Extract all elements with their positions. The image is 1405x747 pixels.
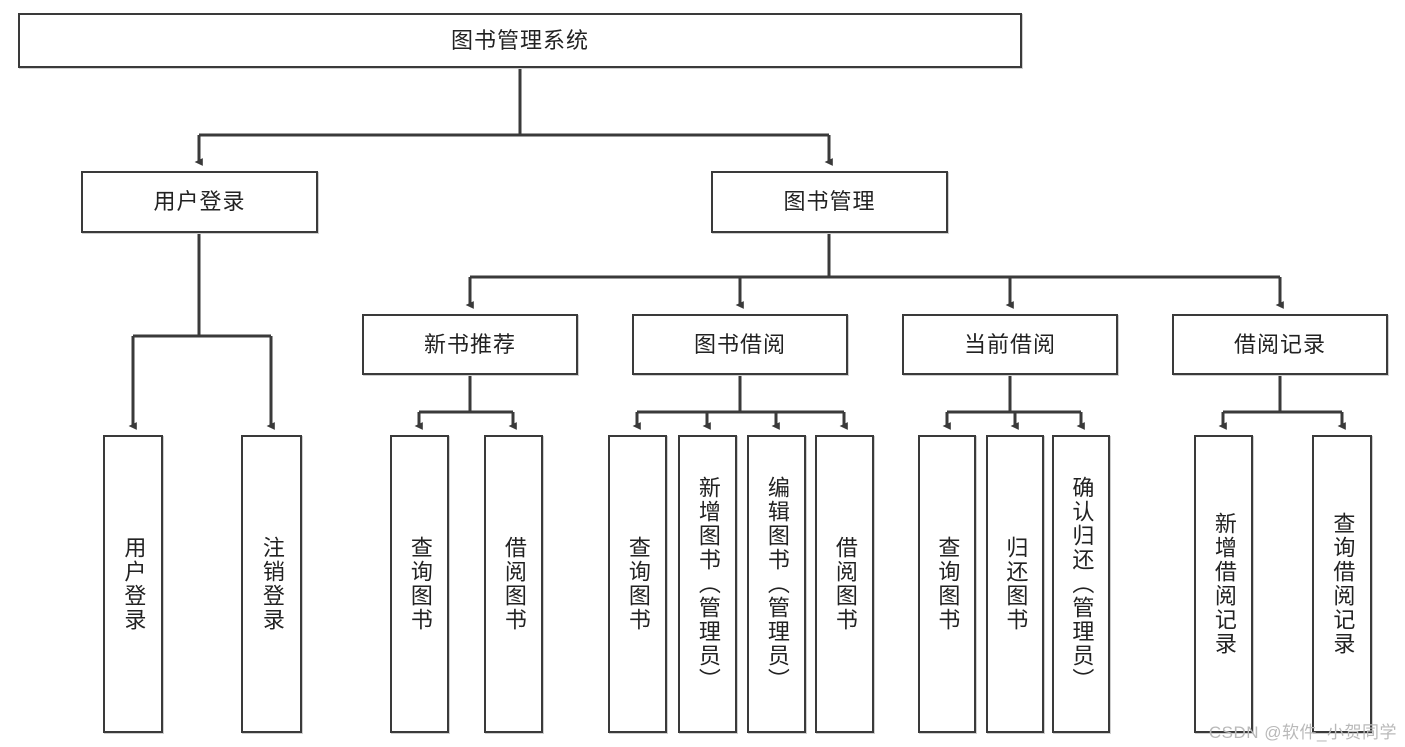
- node-leaf-return-book[interactable]: 归还图书: [986, 435, 1044, 733]
- edge-group: [128, 68, 1346, 430]
- node-label: 借阅记录: [1233, 331, 1326, 357]
- node-leaf-borrow-book-bb[interactable]: 借阅图书: [815, 435, 874, 733]
- node-label: 确认归还（管理员）: [1069, 476, 1095, 692]
- node-label: 新增图书（管理员）: [695, 476, 721, 692]
- node-label: 图书管理系统: [450, 27, 589, 53]
- node-label: 用户登录: [121, 536, 147, 632]
- node-leaf-query-record[interactable]: 查询借阅记录: [1312, 435, 1372, 733]
- node-leaf-confirm-return[interactable]: 确认归还（管理员）: [1052, 435, 1110, 733]
- node-label: 新书推荐: [423, 331, 516, 357]
- node-label: 查询图书: [407, 536, 433, 632]
- node-label: 查询借阅记录: [1330, 512, 1356, 656]
- node-user-login[interactable]: 用户登录: [81, 171, 318, 233]
- node-label: 编辑图书（管理员）: [764, 476, 790, 692]
- node-label: 图书借阅: [693, 331, 786, 357]
- node-label: 图书管理: [783, 189, 876, 214]
- node-leaf-add-record[interactable]: 新增借阅记录: [1194, 435, 1253, 733]
- node-label: 用户登录: [153, 189, 246, 214]
- node-label: 注销登录: [259, 536, 285, 632]
- watermark-text: CSDN @软件_小贺同学: [1208, 723, 1397, 742]
- node-leaf-edit-book-admin[interactable]: 编辑图书（管理员）: [747, 435, 806, 733]
- node-leaf-user-login[interactable]: 用户登录: [103, 435, 163, 733]
- node-label: 归还图书: [1003, 536, 1029, 632]
- node-label: 借阅图书: [832, 536, 858, 632]
- node-new-book-recommend[interactable]: 新书推荐: [362, 314, 578, 375]
- node-leaf-query-book-cb[interactable]: 查询图书: [918, 435, 976, 733]
- node-label: 当前借阅: [963, 331, 1056, 357]
- node-book-borrow[interactable]: 图书借阅: [632, 314, 848, 375]
- node-leaf-query-book-nbr[interactable]: 查询图书: [390, 435, 449, 733]
- node-label: 新增借阅记录: [1211, 512, 1237, 656]
- node-label: 查询图书: [625, 536, 651, 632]
- node-leaf-add-book-admin[interactable]: 新增图书（管理员）: [678, 435, 737, 733]
- node-leaf-borrow-book-nbr[interactable]: 借阅图书: [484, 435, 543, 733]
- node-label: 查询图书: [935, 536, 961, 632]
- node-leaf-logout[interactable]: 注销登录: [241, 435, 302, 733]
- node-current-borrow[interactable]: 当前借阅: [902, 314, 1118, 375]
- node-borrow-records[interactable]: 借阅记录: [1172, 314, 1388, 375]
- node-leaf-query-book-bb[interactable]: 查询图书: [608, 435, 667, 733]
- node-book-management[interactable]: 图书管理: [711, 171, 948, 233]
- node-label: 借阅图书: [501, 536, 527, 632]
- node-root-book-management-system[interactable]: 图书管理系统: [18, 13, 1022, 68]
